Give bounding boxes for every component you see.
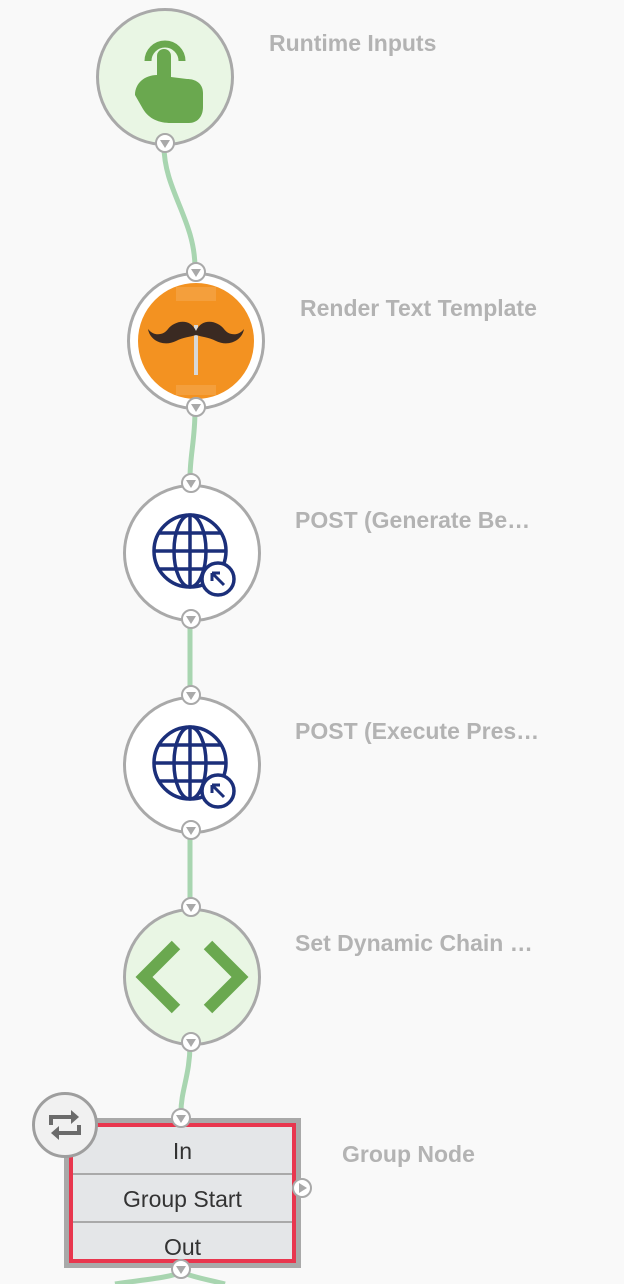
mustache-icon bbox=[138, 283, 254, 399]
code-brackets-icon bbox=[135, 940, 249, 1014]
post-execute-node[interactable] bbox=[123, 696, 261, 834]
connector bbox=[178, 1043, 193, 1113]
group-node-frame: In Group Start Out bbox=[69, 1123, 296, 1263]
group-node[interactable]: In Group Start Out bbox=[64, 1118, 301, 1268]
node-label: POST (Generate Be… bbox=[295, 507, 531, 533]
globe-cursor-icon bbox=[152, 725, 236, 809]
group-row-group-start[interactable]: Group Start bbox=[73, 1175, 292, 1223]
output-port[interactable] bbox=[181, 1032, 201, 1052]
node-label: Render Text Template bbox=[300, 295, 537, 321]
group-row-in[interactable]: In bbox=[73, 1127, 292, 1175]
node-label: Group Node bbox=[342, 1141, 475, 1167]
input-port[interactable] bbox=[181, 473, 201, 493]
node-label: POST (Execute Pres… bbox=[295, 718, 540, 744]
output-port[interactable] bbox=[155, 133, 175, 153]
connector bbox=[161, 145, 198, 269]
render-text-template-node[interactable] bbox=[127, 272, 265, 410]
input-port[interactable] bbox=[171, 1108, 191, 1128]
output-port[interactable] bbox=[171, 1259, 191, 1279]
loop-arrows-icon bbox=[49, 1110, 81, 1140]
group-start-output-port[interactable] bbox=[292, 1178, 312, 1198]
globe-cursor-icon bbox=[152, 513, 236, 597]
input-port[interactable] bbox=[181, 897, 201, 917]
output-port[interactable] bbox=[181, 609, 201, 629]
connector bbox=[187, 409, 198, 479]
set-dynamic-chain-node[interactable] bbox=[123, 908, 261, 1046]
runtime-inputs-node[interactable] bbox=[96, 8, 234, 146]
output-port[interactable] bbox=[186, 397, 206, 417]
output-port[interactable] bbox=[181, 820, 201, 840]
node-label: Set Dynamic Chain … bbox=[295, 930, 533, 956]
loop-badge[interactable] bbox=[32, 1092, 98, 1158]
post-generate-node[interactable] bbox=[123, 484, 261, 622]
group-row-out[interactable]: Out bbox=[163, 1234, 202, 1260]
input-port[interactable] bbox=[181, 685, 201, 705]
input-port[interactable] bbox=[186, 262, 206, 282]
node-label: Runtime Inputs bbox=[269, 30, 437, 56]
